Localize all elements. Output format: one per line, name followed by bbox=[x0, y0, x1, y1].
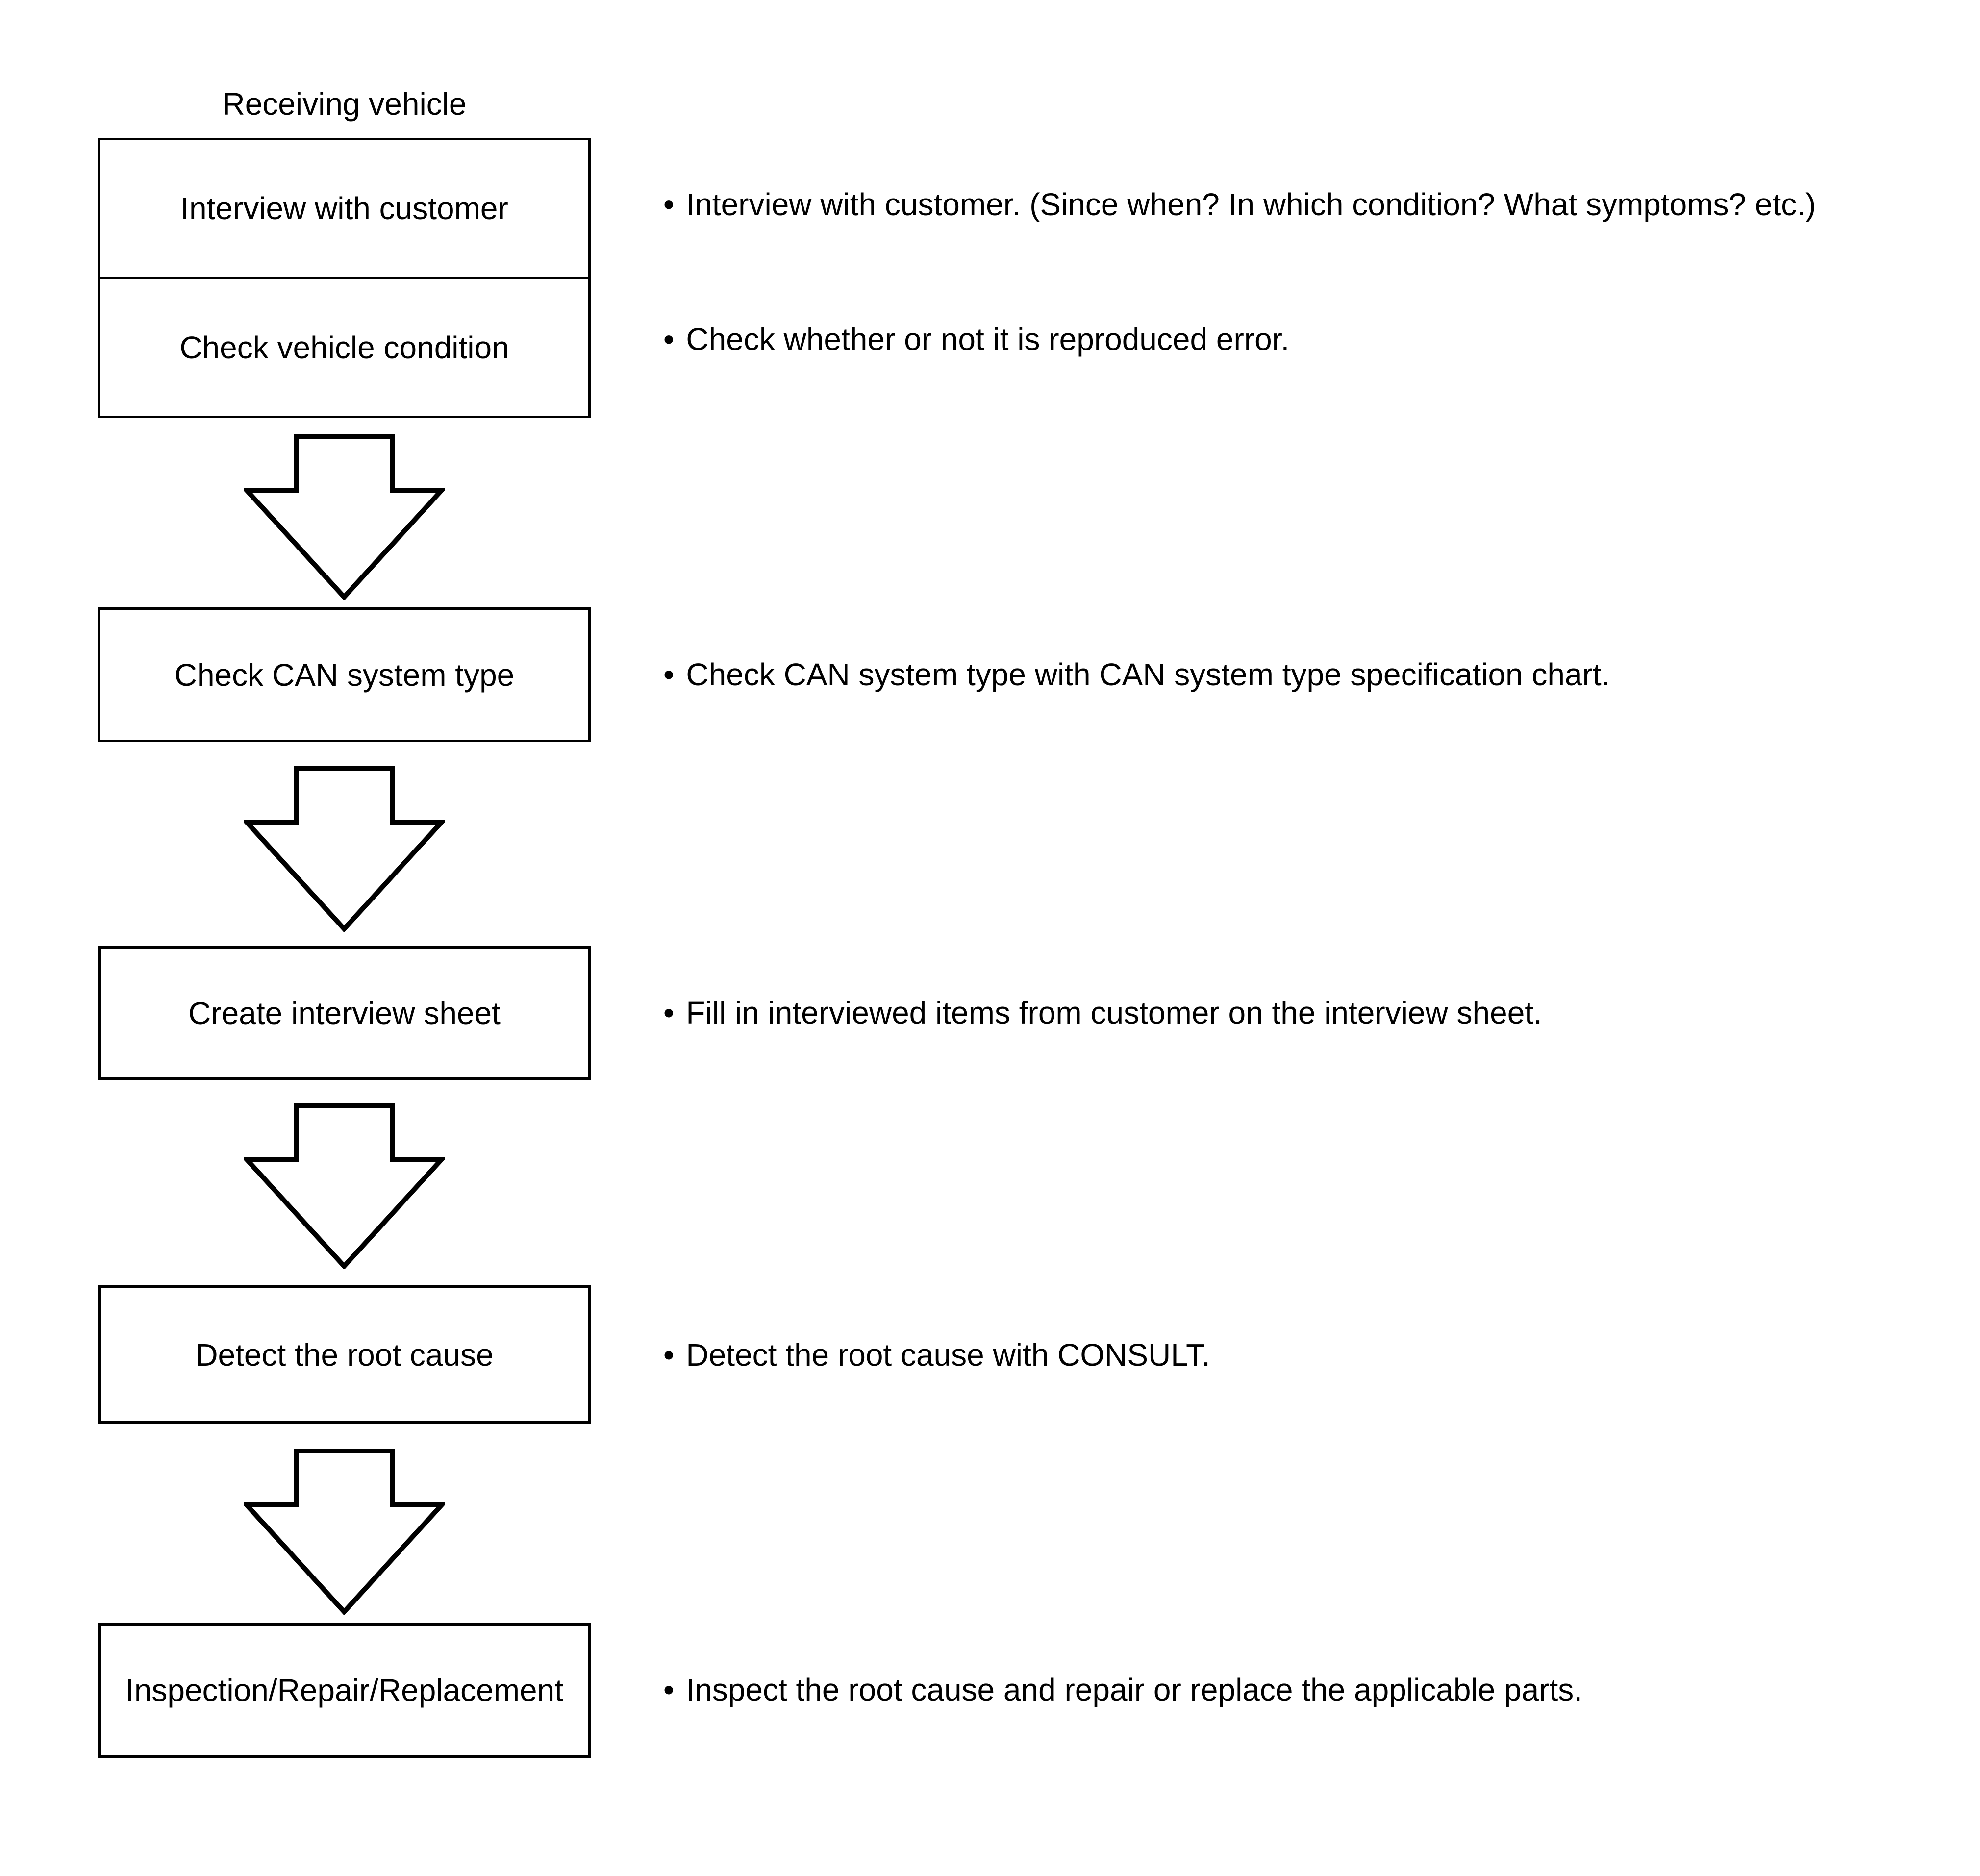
down-arrow-icon bbox=[244, 1449, 445, 1615]
bullet-icon: • bbox=[663, 657, 675, 692]
bullet-icon: • bbox=[663, 1337, 675, 1373]
flow-step-box: Check CAN system type bbox=[98, 607, 591, 742]
note-text: Detect the root cause with CONSULT. bbox=[686, 1337, 1210, 1373]
flow-step-box: Interview with customer bbox=[100, 140, 588, 279]
note-text: Fill in interviewed items from customer … bbox=[686, 995, 1542, 1030]
note-text: Inspect the root cause and repair or rep… bbox=[686, 1672, 1583, 1707]
flow-step-box: Inspection/Repair/Replacement bbox=[98, 1623, 591, 1758]
flow-step-label: Check vehicle condition bbox=[179, 329, 509, 365]
down-arrow-icon bbox=[244, 434, 445, 600]
note-text: Check CAN system type with CAN system ty… bbox=[686, 657, 1610, 692]
note-item: • Interview with customer. (Since when? … bbox=[663, 185, 1948, 224]
note-item: • Detect the root cause with CONSULT. bbox=[663, 1335, 1948, 1375]
note-text: Check whether or not it is reproduced er… bbox=[686, 322, 1290, 357]
flow-step-label: Detect the root cause bbox=[195, 1337, 494, 1373]
flow-step-box: Detect the root cause bbox=[98, 1285, 591, 1424]
flow-step-box-group: Interview with customer Check vehicle co… bbox=[98, 138, 591, 418]
note-item: • Fill in interviewed items from custome… bbox=[663, 993, 1948, 1032]
bullet-icon: • bbox=[663, 1672, 675, 1707]
flow-step-label: Create interview sheet bbox=[188, 995, 501, 1031]
down-arrow-icon bbox=[244, 766, 445, 932]
flow-step-box: Create interview sheet bbox=[98, 946, 591, 1080]
flow-step-label: Interview with customer bbox=[180, 191, 508, 226]
flow-step-box: Check vehicle condition bbox=[100, 279, 588, 416]
flow-step-label: Check CAN system type bbox=[174, 657, 515, 693]
down-arrow-icon bbox=[244, 1103, 445, 1269]
flow-step-label: Inspection/Repair/Replacement bbox=[125, 1673, 563, 1708]
bullet-icon: • bbox=[663, 995, 675, 1030]
note-item: • Check CAN system type with CAN system … bbox=[663, 655, 1948, 694]
note-item: • Inspect the root cause and repair or r… bbox=[663, 1670, 1948, 1709]
flow-start-label: Receiving vehicle bbox=[222, 86, 467, 122]
note-item: • Check whether or not it is reproduced … bbox=[663, 320, 1948, 359]
bullet-icon: • bbox=[663, 187, 675, 222]
note-text: Interview with customer. (Since when? In… bbox=[686, 187, 1816, 222]
bullet-icon: • bbox=[663, 322, 675, 357]
